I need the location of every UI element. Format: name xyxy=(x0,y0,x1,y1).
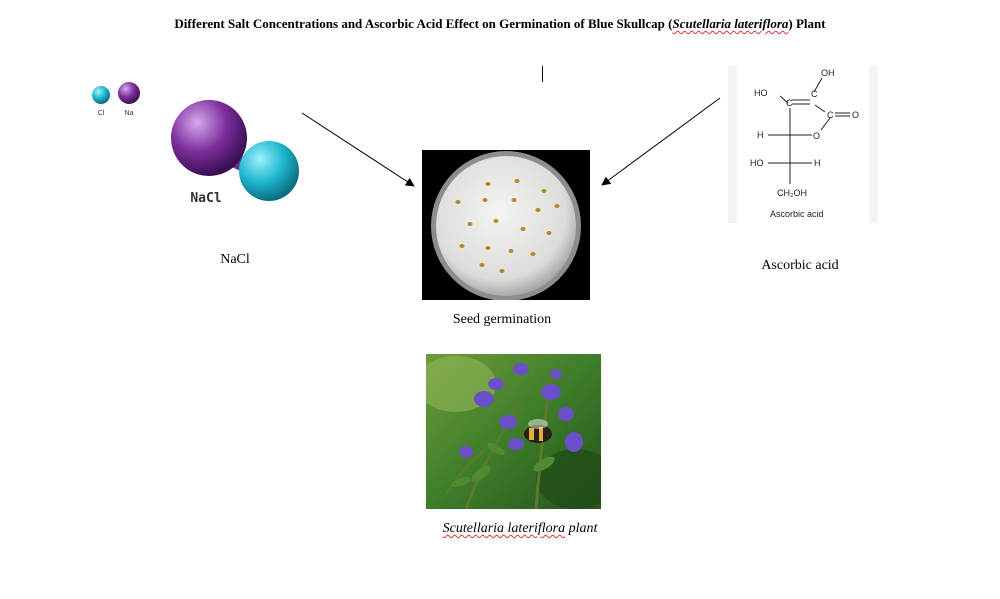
figure-title: Different Salt Concentrations and Ascorb… xyxy=(174,16,826,31)
seeds xyxy=(455,179,560,273)
cl-atom xyxy=(239,141,299,201)
atom-o-ring: O xyxy=(813,131,820,141)
atom-h-left: H xyxy=(757,130,764,140)
flowers xyxy=(459,363,583,458)
na-atom xyxy=(171,100,247,176)
petri-dish-photo xyxy=(422,150,590,300)
ascorbic-acid-caption: Ascorbic acid xyxy=(761,258,839,273)
title-species: Scutellaria lateriflora xyxy=(672,16,789,31)
nacl-molecule-illustration: Cl Na NaCl xyxy=(92,82,299,206)
atom-oh-top: OH xyxy=(821,68,835,78)
bonds xyxy=(768,77,850,184)
text-cursor xyxy=(542,66,543,82)
atom-c1: C xyxy=(786,98,793,108)
atom-h-lower: H xyxy=(814,158,821,168)
atom-ho-lower: HO xyxy=(750,158,764,168)
nacl-caption: NaCl xyxy=(220,252,250,267)
na-legend-label: Na xyxy=(125,110,134,117)
ascorbic-acid-structure: OH HO C C C O H O HO H CH₂OH Ascorbic ac… xyxy=(728,66,878,223)
plant-caption: Scutellaria lateriflora plant xyxy=(442,521,598,536)
ascorbic-to-seed-arrow xyxy=(601,97,721,186)
na-legend-atom xyxy=(118,82,140,104)
structure-label: Ascorbic acid xyxy=(770,209,824,219)
filter-paper xyxy=(436,156,576,296)
leaves xyxy=(451,442,555,488)
atom-c3: C xyxy=(827,110,834,120)
atom-o-carbonyl: O xyxy=(852,110,859,120)
nacl-to-seed-arrow xyxy=(301,112,415,187)
nacl-molecule-label: NaCl xyxy=(190,191,221,206)
plant-caption-species: Scutellaria lateriflora xyxy=(442,521,566,536)
atom-c2: C xyxy=(811,89,818,99)
cl-legend-atom xyxy=(92,86,110,104)
skullcap-plant-photo xyxy=(426,354,601,509)
bee xyxy=(524,419,552,443)
cl-legend-label: Cl xyxy=(98,110,105,117)
atom-ch2oh: CH₂OH xyxy=(777,188,807,198)
seed-germination-caption: Seed germination xyxy=(452,312,552,327)
atom-ho-left: HO xyxy=(754,88,768,98)
